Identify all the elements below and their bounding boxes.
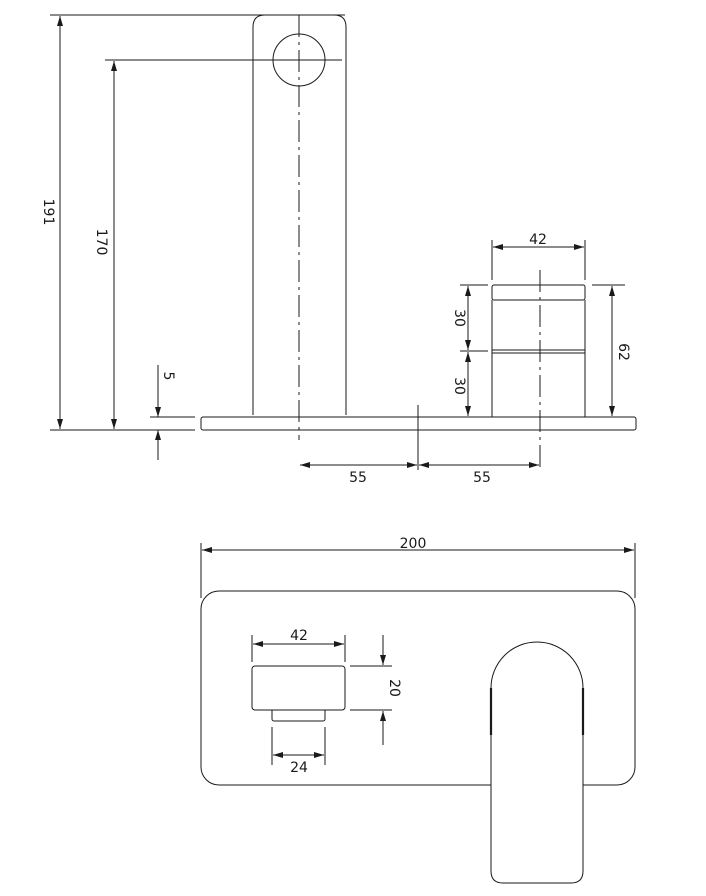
mixer-handle-side: [491, 270, 586, 470]
front-view: 191 170 5: [40, 14, 637, 486]
dimension-170: 170: [93, 59, 272, 429]
dimension-62: 62: [592, 284, 631, 416]
dimension-label-55-left: 55: [349, 470, 367, 486]
dimension-label-62: 62: [615, 343, 631, 361]
dimension-200: 200: [200, 536, 636, 598]
wall-plate-front: [200, 590, 636, 786]
dimension-label-191: 191: [40, 199, 56, 226]
dimension-42-front: 42: [491, 232, 586, 280]
spout-body: [252, 14, 347, 415]
dimension-label-30-upper: 30: [451, 309, 467, 327]
dimension-55-55: 55 55: [300, 462, 539, 486]
dimension-42-plan: 42: [251, 628, 346, 662]
dimension-label-24: 24: [290, 760, 308, 776]
dimension-20: 20: [350, 635, 402, 745]
plan-view: 200 42 20 24: [200, 536, 636, 884]
dimension-label-20: 20: [386, 679, 402, 697]
dimension-label-42-front: 42: [529, 232, 547, 248]
dimension-label-42-plan: 42: [290, 628, 308, 644]
spout-front: [489, 641, 585, 884]
dimension-30-30: 30 30: [451, 284, 488, 416]
dimension-label-200: 200: [400, 536, 427, 552]
dimension-24: 24: [271, 727, 326, 776]
dimension-191: 191: [40, 14, 345, 431]
mixer-handle-front: [251, 665, 346, 722]
dimension-label-55-right: 55: [473, 470, 491, 486]
dimension-5: 5: [150, 365, 195, 460]
dimension-label-170: 170: [93, 229, 109, 256]
dimension-label-5: 5: [160, 372, 176, 381]
dimension-label-30-lower: 30: [451, 377, 467, 395]
